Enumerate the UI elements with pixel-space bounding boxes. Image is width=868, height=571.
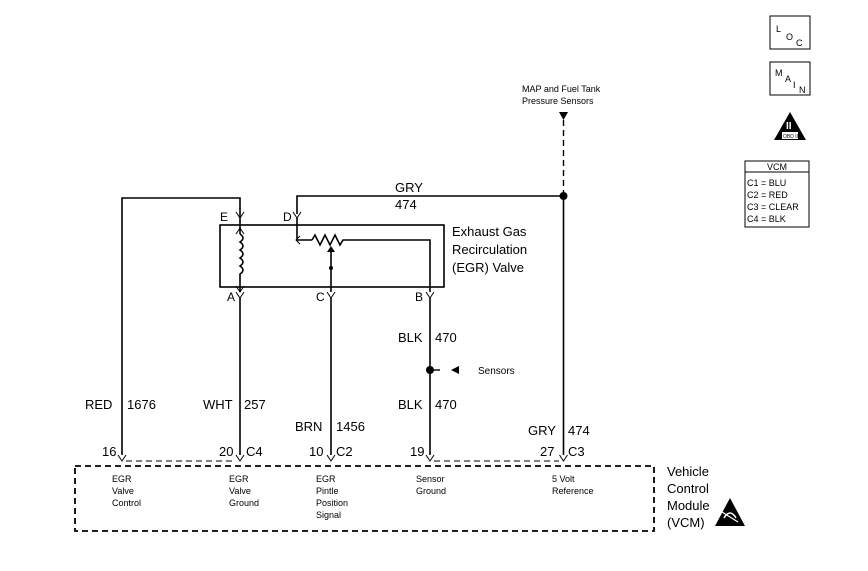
- vcm-func-egr-control: Control: [112, 498, 141, 508]
- vcm-func-egr-control: EGR: [112, 474, 132, 484]
- vcm-module-name: (VCM): [667, 515, 705, 530]
- pin-e-label: E: [220, 210, 228, 224]
- egr-name-line3: (EGR) Valve: [452, 260, 524, 275]
- esd-warning-icon: [715, 498, 745, 526]
- pin-e-connector: [235, 211, 245, 219]
- vcm-func-pintle-signal: Pintle: [316, 486, 339, 496]
- wire-blk-color-1: BLK: [398, 330, 423, 345]
- wire-gry-color: GRY: [528, 423, 556, 438]
- vcm-connector-legend: VCM C1 = BLU C2 = RED C3 = CLEAR C4 = BL…: [744, 160, 810, 228]
- map-sensor-label-line2: Pressure Sensors: [522, 96, 594, 106]
- vcm-func-sensor-ground: Sensor: [416, 474, 445, 484]
- svg-text:C: C: [796, 38, 803, 48]
- vcm-pin-connector: [559, 454, 568, 462]
- svg-text:M: M: [775, 68, 783, 78]
- position-sensor-potentiometer: [295, 218, 431, 292]
- svg-text:L: L: [776, 24, 781, 34]
- vcm-pin-20: 20: [219, 444, 233, 459]
- sensors-label: Sensors: [478, 366, 515, 377]
- svg-text:I: I: [793, 80, 796, 90]
- vcm-func-sensor-ground: Ground: [416, 486, 446, 496]
- legend-row: C1 = BLU: [747, 178, 786, 188]
- pin-d-label: D: [283, 210, 292, 224]
- vcm-func-pintle-signal: EGR: [316, 474, 336, 484]
- pin-c-label: C: [316, 290, 325, 304]
- pin-b-connector: [425, 291, 435, 299]
- vcm-connector-c2: C2: [336, 444, 353, 459]
- svg-text:A: A: [785, 74, 791, 84]
- wire-wht-circuit: 257: [244, 397, 266, 412]
- vcm-func-egr-ground: Valve: [229, 486, 251, 496]
- egr-name-line1: Exhaust Gas: [452, 224, 527, 239]
- wire-blk-circuit-1: 470: [435, 330, 457, 345]
- svg-text:OBD II: OBD II: [783, 134, 798, 140]
- splice-dot-blk: [426, 366, 434, 374]
- vcm-pin-connector: [425, 454, 435, 462]
- map-sensor-label-line1: MAP and Fuel Tank: [522, 84, 601, 94]
- vcm-pin-19: 19: [410, 444, 424, 459]
- top-wire-circuit: 474: [395, 197, 417, 212]
- vcm-func-egr-ground: Ground: [229, 498, 259, 508]
- legend-row: C2 = RED: [747, 190, 788, 200]
- vcm-pin-connector: [117, 454, 127, 462]
- top-wire-color: GRY: [395, 180, 423, 195]
- red-1676-wire: [121, 197, 241, 455]
- pin-b-label: B: [415, 290, 423, 304]
- legend-title: VCM: [767, 162, 787, 172]
- wire-red-circuit: 1676: [127, 397, 156, 412]
- wire-blk-circuit-2: 470: [435, 397, 457, 412]
- vcm-func-pintle-signal: Position: [316, 498, 348, 508]
- pin-a-label: A: [227, 290, 235, 304]
- vcm-func-egr-ground: EGR: [229, 474, 249, 484]
- vcm-module-name: Module: [667, 498, 710, 513]
- egr-valve-box: [219, 224, 445, 288]
- wire-gry-circuit: 474: [568, 423, 590, 438]
- vcm-pin-connector: [235, 454, 245, 462]
- wire-wht-color: WHT: [203, 397, 233, 412]
- vcm-pin-connector: [326, 454, 336, 462]
- svg-text:N: N: [799, 85, 806, 95]
- vcm-pin-16: 16: [102, 444, 116, 459]
- wire-blk-color-2: BLK: [398, 397, 423, 412]
- wire-brn-circuit: 1456: [336, 419, 365, 434]
- map-connector-arrow: [559, 112, 568, 120]
- pin-d-connector: [292, 211, 302, 219]
- vcm-function-labels: EGR Valve Control EGR Valve Ground EGR P…: [112, 474, 594, 520]
- vcm-connector-c3: C3: [568, 444, 585, 459]
- svg-text:II: II: [786, 121, 792, 132]
- vcm-func-5v-ref: Reference: [552, 486, 594, 496]
- svg-text:O: O: [786, 32, 793, 42]
- legend-row: C4 = BLK: [747, 214, 786, 224]
- pin-c-connector: [326, 291, 336, 299]
- vcm-func-pintle-signal: Signal: [316, 510, 341, 520]
- vcm-connector-c4: C4: [246, 444, 263, 459]
- wire-brn-color: BRN: [295, 419, 322, 434]
- egr-name-line2: Recirculation: [452, 242, 527, 257]
- vcm-pin-10: 10: [309, 444, 323, 459]
- main-icon: M A I N: [769, 61, 811, 96]
- sensors-arrow: [451, 366, 459, 374]
- vcm-module-name: Vehicle: [667, 464, 709, 479]
- loc-icon: L O C: [769, 15, 811, 50]
- wire-red-color: RED: [85, 397, 112, 412]
- gry-474-top-wire: [296, 195, 564, 214]
- vcm-func-egr-control: Valve: [112, 486, 134, 496]
- obd-ii-icon: II OBD II: [774, 112, 806, 140]
- vcm-func-5v-ref: 5 Volt: [552, 474, 575, 484]
- legend-row: C3 = CLEAR: [747, 202, 799, 212]
- vcm-module-box: [74, 465, 655, 532]
- vcm-module-name: Control: [667, 481, 709, 496]
- vcm-pin-27: 27: [540, 444, 554, 459]
